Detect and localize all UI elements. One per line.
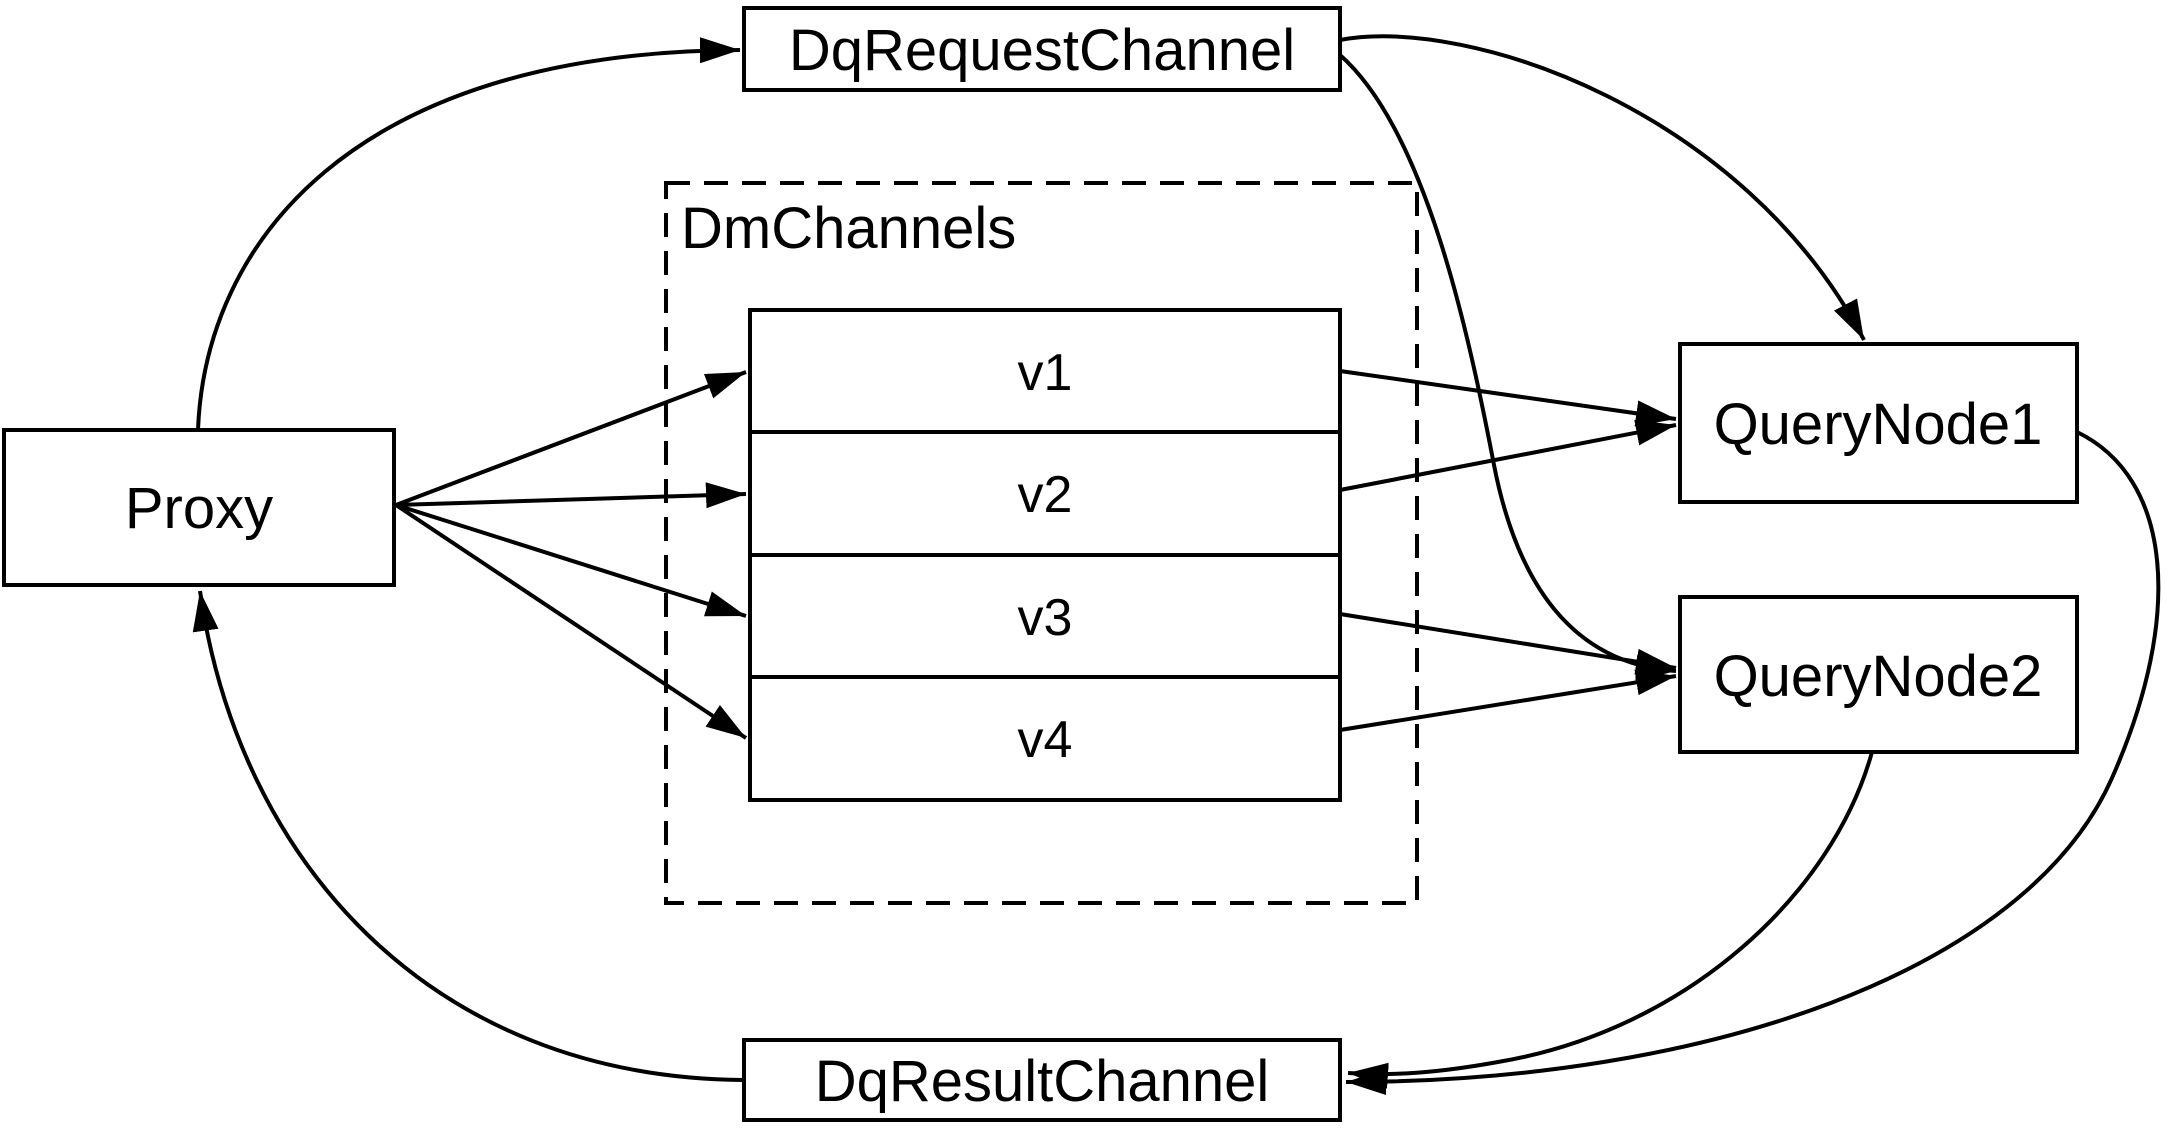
proxy-box xyxy=(2,428,396,587)
edge-querynode1-to-dqresultchannel xyxy=(1345,430,2161,1095)
dmchannels-group-label: DmChannels xyxy=(681,196,1016,261)
node-dqrequestchannel: DqRequestChannel xyxy=(742,6,1342,92)
channel-v1-label: v1 xyxy=(1018,344,1073,402)
edge-proxy-to-v1 xyxy=(395,370,747,507)
edge-dqrequestchannel-to-querynode1 xyxy=(1339,34,1866,341)
channel-v2-label: v2 xyxy=(1018,466,1073,524)
querynode2-label: QueryNode2 xyxy=(1714,644,2043,709)
dmchannels-group-box xyxy=(664,181,1419,905)
dqrequestchannel-box xyxy=(742,6,1342,92)
dqrequestchannel-label: DqRequestChannel xyxy=(789,18,1295,83)
edge-proxy-to-v4 xyxy=(394,503,748,740)
node-proxy: Proxy xyxy=(2,428,396,587)
edge-proxy-to-v3 xyxy=(395,503,747,618)
edge-dqrequestchannel-to-querynode2 xyxy=(1338,53,1677,682)
dqresultchannel-box xyxy=(742,1038,1342,1122)
node-dqresultchannel: DqResultChannel xyxy=(742,1038,1342,1122)
querynode2-box xyxy=(1678,595,2079,754)
edge-dqresultchannel-to-proxy xyxy=(192,590,745,1082)
proxy-label: Proxy xyxy=(125,476,273,541)
channel-v4-label: v4 xyxy=(1018,711,1073,769)
edge-v2-to-querynode1 xyxy=(1339,419,1677,492)
dmchannels-table: v1 v2 v3 v4 xyxy=(748,308,1342,802)
channel-v3-label: v3 xyxy=(1018,589,1073,647)
edge-proxy-to-dqrequestchannel xyxy=(196,37,741,431)
edge-v4-to-querynode2 xyxy=(1339,669,1677,732)
node-querynode2: QueryNode2 xyxy=(1678,595,2079,754)
edge-querynode2-to-dqresultchannel xyxy=(1347,751,1874,1089)
querynode1-label: QueryNode1 xyxy=(1714,392,2043,457)
node-querynode1: QueryNode1 xyxy=(1678,342,2079,504)
querynode1-box xyxy=(1678,342,2079,504)
edge-v1-to-querynode1 xyxy=(1339,369,1677,427)
edge-proxy-to-v2 xyxy=(395,482,747,509)
dqresultchannel-label: DqResultChannel xyxy=(815,1049,1270,1114)
